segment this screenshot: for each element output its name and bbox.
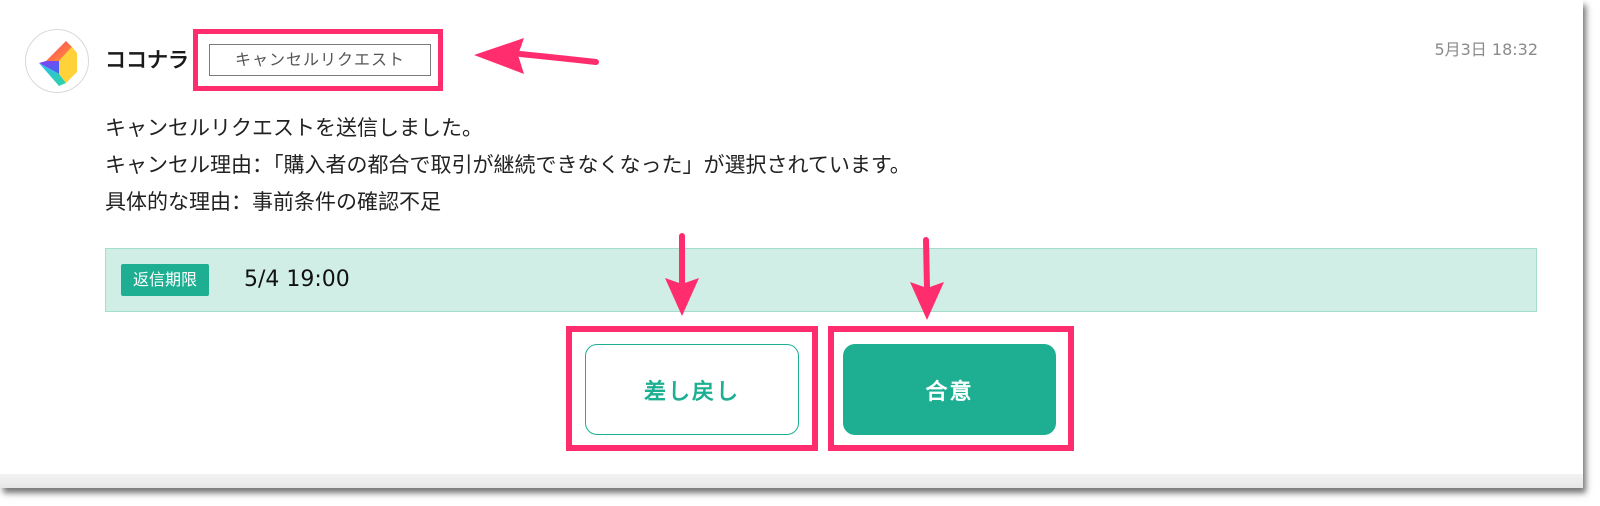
coconala-logo-avatar (25, 29, 89, 93)
arrow-to-tag-icon (474, 38, 599, 74)
reply-deadline-bar: 返信期限 5/4 19:00 (105, 248, 1537, 312)
accept-button[interactable]: 合意 (843, 344, 1056, 435)
cancel-request-tag: キャンセルリクエスト (209, 44, 431, 76)
reply-deadline-value: 5/4 19:00 (244, 267, 350, 292)
message-body: キャンセルリクエストを送信しました。 キャンセル理由：「購入者の都合で取引が継続… (105, 110, 911, 221)
message-line-sent: キャンセルリクエストを送信しました。 (105, 116, 483, 140)
message-timestamp: 5月3日 18:32 (1434, 40, 1538, 59)
reject-button[interactable]: 差し戻し (585, 344, 799, 435)
message-line-reason: キャンセル理由：「購入者の都合で取引が継続できなくなった」が選択されています。 (105, 153, 911, 177)
reply-deadline-badge: 返信期限 (121, 264, 210, 296)
tag-highlight-box (193, 29, 443, 91)
sender-name: ココナラ (105, 48, 189, 72)
card-bottom-strip (0, 474, 1583, 488)
message-line-detail: 具体的な理由：事前条件の確認不足 (105, 190, 441, 214)
coconala-logo-icon (39, 41, 77, 86)
message-card: ココナラ キャンセルリクエスト 5月3日 18:32 キャンセルリクエストを送信… (0, 29, 1583, 488)
